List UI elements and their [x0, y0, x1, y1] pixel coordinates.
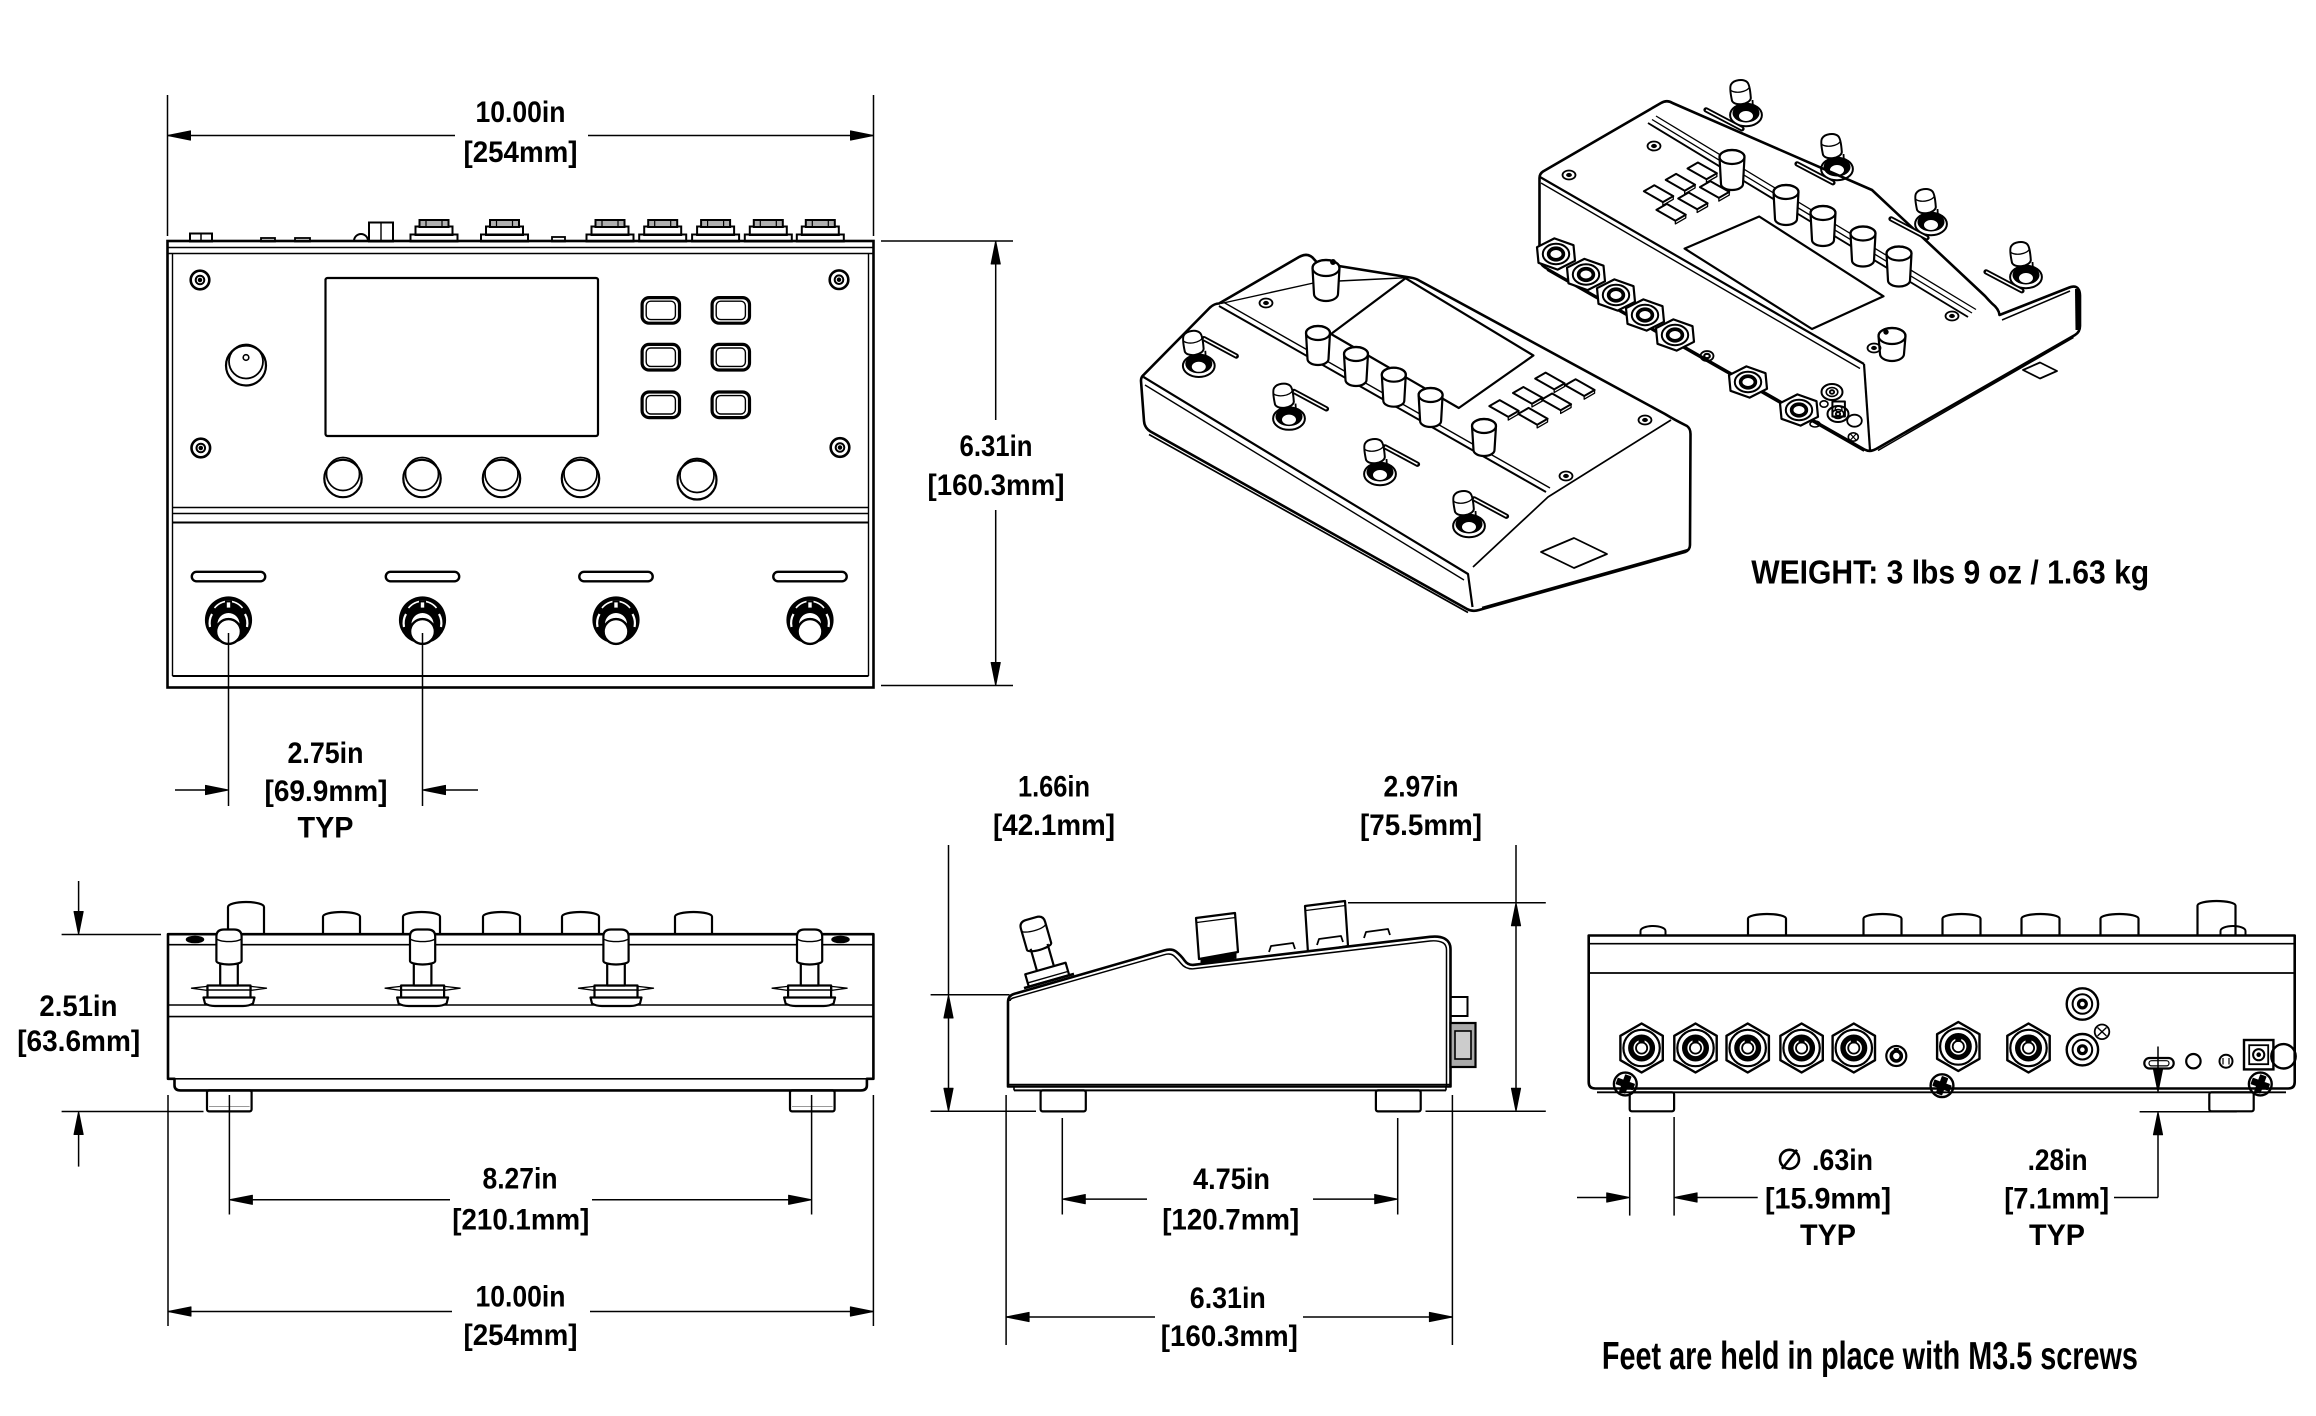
svg-text:10.00in: 10.00in [476, 1281, 566, 1314]
svg-text:[120.7mm]: [120.7mm] [1162, 1204, 1299, 1237]
svg-text:TYP: TYP [298, 811, 354, 844]
svg-text:2.97in: 2.97in [1384, 771, 1459, 804]
svg-text:[63.6mm]: [63.6mm] [17, 1025, 140, 1058]
svg-text:[75.5mm]: [75.5mm] [1360, 809, 1482, 842]
svg-text:10.00in: 10.00in [476, 96, 566, 129]
svg-text:[160.3mm]: [160.3mm] [928, 469, 1065, 502]
svg-text:1.66in: 1.66in [1018, 771, 1090, 804]
svg-text:6.31in: 6.31in [960, 430, 1033, 463]
svg-text:2.51in: 2.51in [39, 990, 117, 1023]
svg-text:[15.9mm]: [15.9mm] [1765, 1183, 1891, 1216]
svg-text:[210.1mm]: [210.1mm] [452, 1204, 589, 1237]
svg-text:4.75in: 4.75in [1193, 1163, 1270, 1196]
svg-text:[7.1mm]: [7.1mm] [2004, 1183, 2109, 1216]
svg-text:[69.9mm]: [69.9mm] [265, 775, 388, 808]
svg-text:6.31in: 6.31in [1190, 1282, 1266, 1315]
svg-text:[160.3mm]: [160.3mm] [1161, 1320, 1298, 1353]
svg-text:2.75in: 2.75in [288, 737, 364, 770]
svg-text:8.27in: 8.27in [483, 1163, 558, 1196]
svg-text:[254mm]: [254mm] [464, 1319, 578, 1352]
svg-text:Feet are held in place with M3: Feet are held in place with M3.5 screws [1602, 1335, 2138, 1378]
svg-text:[42.1mm]: [42.1mm] [993, 809, 1115, 842]
svg-text:TYP: TYP [2029, 1219, 2085, 1252]
svg-text:.28in: .28in [2028, 1144, 2088, 1177]
svg-text:.63in: .63in [1812, 1144, 1873, 1177]
svg-text:TYP: TYP [1800, 1219, 1856, 1252]
svg-text:[254mm]: [254mm] [464, 136, 578, 169]
svg-text:WEIGHT: 3 lbs 9 oz / 1.63 kg: WEIGHT: 3 lbs 9 oz / 1.63 kg [1751, 555, 2149, 592]
